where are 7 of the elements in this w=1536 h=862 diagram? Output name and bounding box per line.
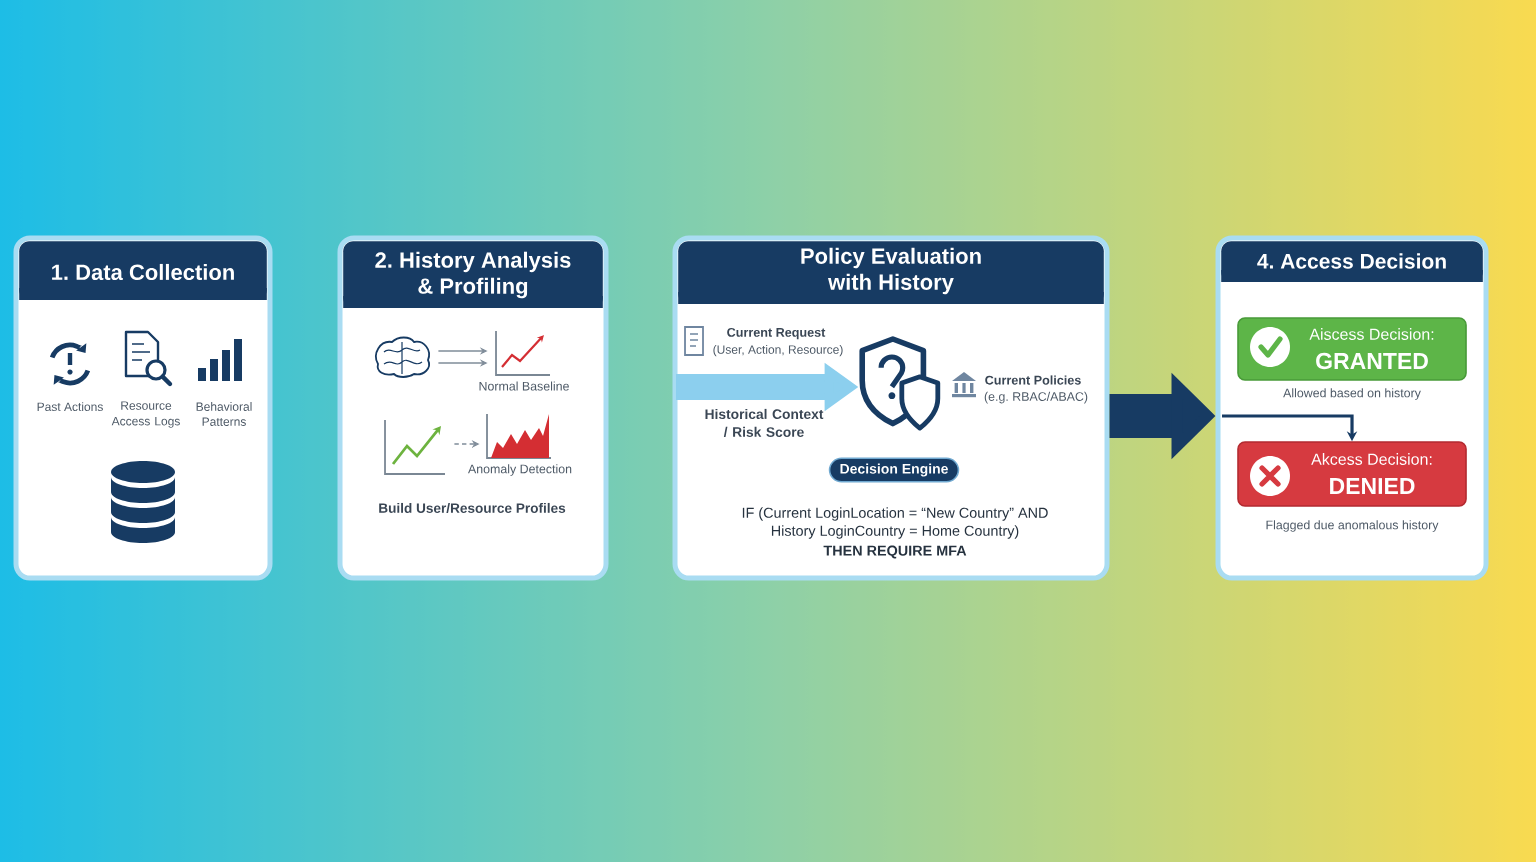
shield-icon bbox=[859, 336, 941, 431]
brain-icon bbox=[375, 336, 430, 378]
result-box: Aiscess Decision: GRANTED bbox=[1237, 317, 1467, 381]
result-box: Akcess Decision: DENIED bbox=[1237, 441, 1467, 507]
line-chart-icon bbox=[495, 330, 551, 376]
area-chart-icon bbox=[486, 413, 552, 459]
line-chart-icon bbox=[384, 419, 446, 475]
